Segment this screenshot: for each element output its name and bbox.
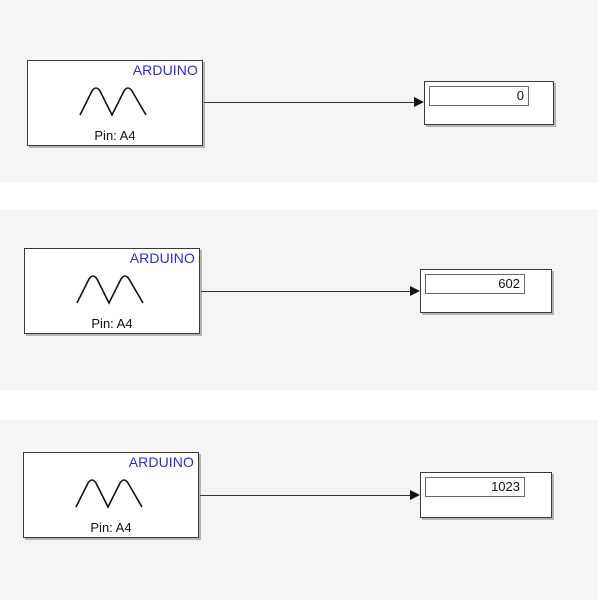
diagram-panel-3: ARDUINO Pin: A4 1023	[0, 420, 598, 600]
display-value: 602	[425, 274, 525, 294]
block-brand-label: ARDUINO	[132, 62, 198, 78]
display-value: 0	[429, 86, 529, 106]
waveform-icon	[79, 87, 147, 117]
signal-arrow-icon	[410, 286, 420, 296]
signal-line	[204, 102, 416, 103]
display-block[interactable]: 1023	[420, 472, 552, 518]
block-pin-label: Pin: A4	[90, 520, 132, 535]
diagram-panel-2: ARDUINO Pin: A4 602	[0, 210, 598, 390]
signal-arrow-icon	[410, 490, 420, 500]
block-brand-label: ARDUINO	[128, 454, 194, 470]
signal-arrow-icon	[414, 97, 424, 107]
waveform-icon	[76, 275, 144, 305]
block-brand-label: ARDUINO	[129, 250, 195, 266]
waveform-icon	[75, 479, 143, 509]
arduino-analog-input-block[interactable]: ARDUINO Pin: A4	[23, 452, 199, 538]
display-block[interactable]: 602	[420, 269, 552, 313]
display-block[interactable]: 0	[424, 81, 554, 125]
signal-line	[201, 291, 411, 292]
block-pin-label: Pin: A4	[94, 128, 136, 143]
signal-line	[200, 495, 412, 496]
diagram-panel-1: ARDUINO Pin: A4 0	[0, 0, 598, 182]
arduino-analog-input-block[interactable]: ARDUINO Pin: A4	[24, 248, 200, 334]
arduino-analog-input-block[interactable]: ARDUINO Pin: A4	[27, 60, 203, 146]
display-value: 1023	[425, 477, 525, 497]
block-pin-label: Pin: A4	[91, 316, 133, 331]
